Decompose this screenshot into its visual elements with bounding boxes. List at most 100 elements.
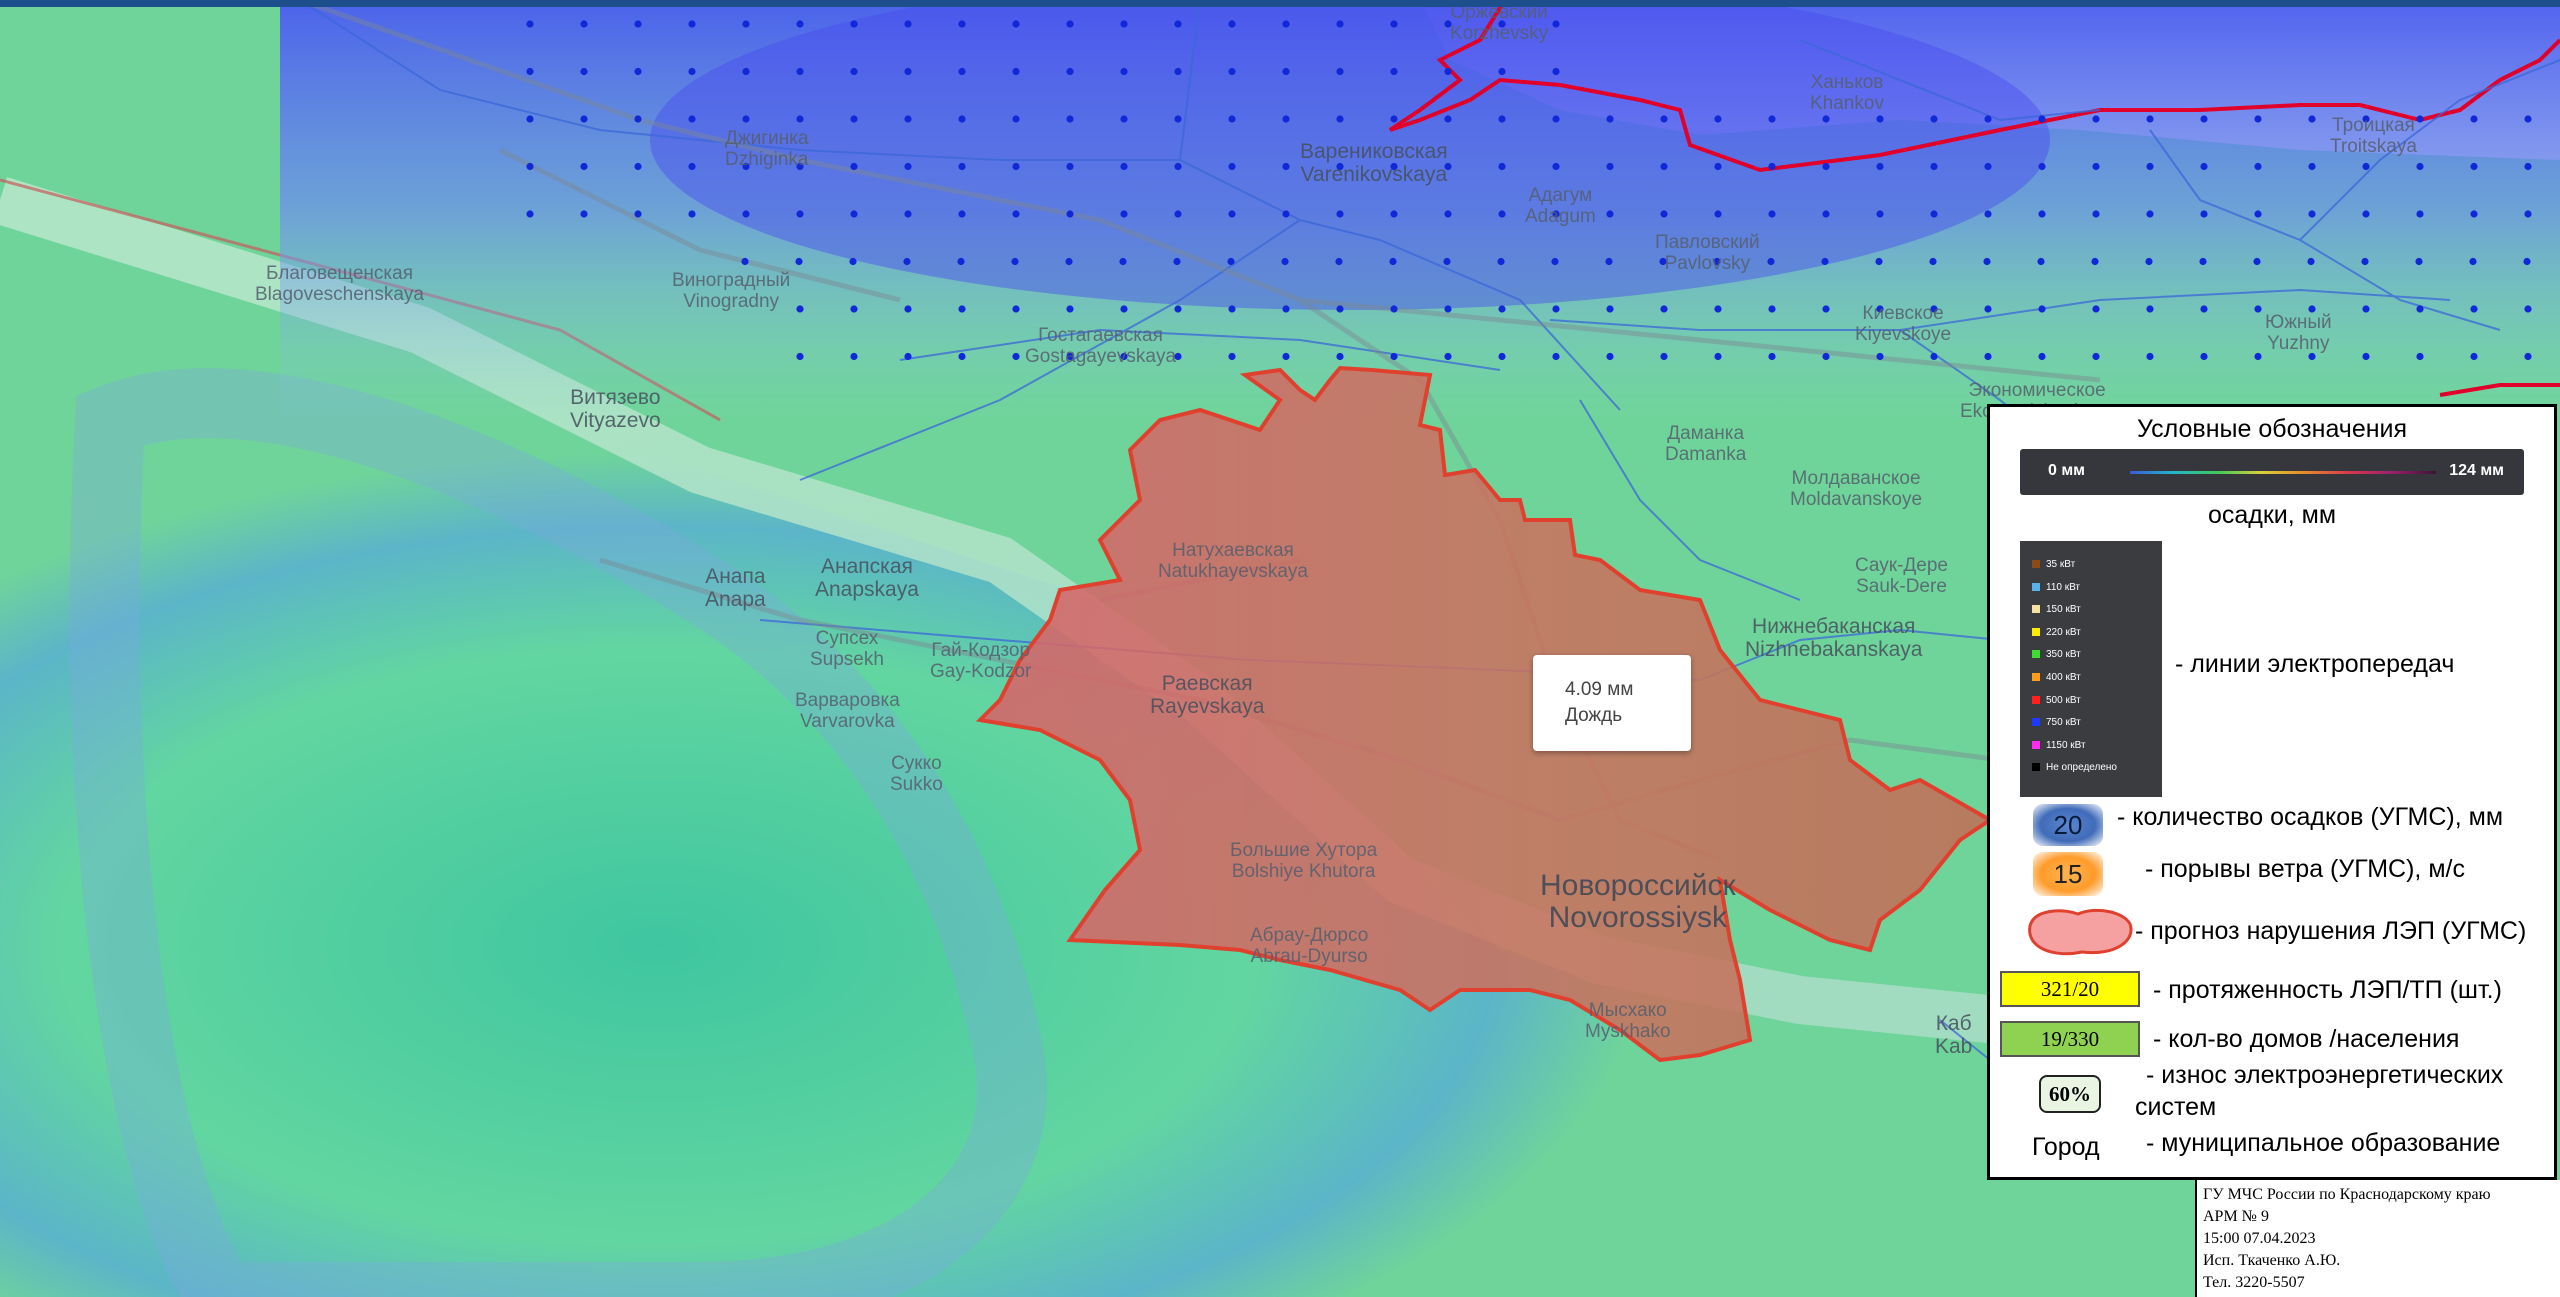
precipitation-dot: [2524, 352, 2532, 361]
precipitation-dot: [958, 115, 966, 123]
precipitation-field: [280, 0, 2560, 420]
precipitation-dot: [1390, 305, 1398, 313]
precipitation-dot: [796, 67, 804, 76]
precipitation-dot: [634, 210, 642, 218]
precipitation-dot: [2145, 257, 2153, 266]
precipitation-dot: [958, 67, 966, 76]
precipitation-dot: [796, 210, 804, 218]
precipitation-dot: [1498, 305, 1506, 313]
precipitation-dot: [1390, 115, 1398, 123]
houses-label: - кол-во домов /населения: [2153, 1025, 2460, 1053]
precipitation-dot: [1930, 115, 1938, 123]
precipitation-dot: [796, 115, 804, 123]
precipitation-dot: [526, 20, 534, 28]
precipitation-dot: [1390, 67, 1398, 76]
precipitation-dots: [526, 20, 2532, 361]
precipitation-dot: [904, 20, 912, 28]
precipitation-dot: [1389, 257, 1397, 266]
precipitation-dot: [1228, 20, 1236, 28]
precipitation-popup[interactable]: 4.09 мм Дождь: [1533, 655, 1691, 751]
houses-chip: 19/330: [2000, 1021, 2140, 1057]
voltage-swatch: [2032, 650, 2040, 659]
precipitation-dot: [1012, 20, 1020, 28]
precipitation-dot: [2470, 352, 2478, 361]
precipitation-dot: [1660, 352, 1668, 361]
voltage-label: 1150 кВт: [2046, 739, 2086, 751]
precipitation-dot: [634, 20, 642, 28]
precipitation-dot: [1012, 210, 1020, 218]
precipitation-dot: [2091, 257, 2099, 266]
precipitation-dot: [742, 210, 750, 218]
precipitation-count-chip: 20: [2033, 804, 2103, 846]
power-line-failure-forecast[interactable]: [975, 365, 1994, 1063]
precipitation-dot: [688, 162, 696, 171]
precipitation-dot: [2416, 115, 2424, 123]
precipitation-dot: [2362, 115, 2370, 123]
voltage-label: 150 кВт: [2046, 604, 2081, 616]
precipitation-dot: [957, 257, 965, 266]
precipitation-dot: [1065, 257, 1073, 266]
precipitation-dot: [2308, 162, 2316, 171]
precipitation-dot: [958, 352, 966, 361]
precipitation-dot: [850, 352, 858, 361]
precipitation-dot: [1174, 305, 1182, 313]
precipitation-scale: 0 мм 124 мм: [2020, 449, 2524, 495]
precipitation-dot: [1390, 162, 1398, 171]
forecast-label: - прогноз нарушения ЛЭП (УГМС): [2135, 917, 2527, 945]
precipitation-dot: [2200, 305, 2208, 313]
precipitation-dot: [2092, 162, 2100, 171]
precipitation-dot: [2200, 115, 2208, 123]
precipitation-dot: [1552, 210, 1560, 218]
precipitation-dot: [1444, 20, 1452, 28]
precipitation-dot: [1282, 305, 1290, 313]
precipitation-min: 0 мм: [2048, 462, 2086, 479]
precipitation-dot: [1714, 210, 1722, 218]
precipitation-dot: [1120, 67, 1128, 76]
precipitation-dot: [1606, 352, 1614, 361]
precipitation-dot: [1930, 162, 1938, 171]
voltage-key-row: Не определено: [2032, 762, 2117, 773]
precipitation-dot: [742, 67, 750, 76]
precipitation-dot: [1390, 210, 1398, 218]
precipitation-dot: [1714, 305, 1722, 313]
power-lines-label: - линии электропередач: [2175, 650, 2455, 678]
wear-chip: 60%: [2039, 1075, 2101, 1113]
precipitation-dot: [1120, 352, 1128, 361]
precipitation-dot: [580, 67, 588, 76]
precipitation-dot: [741, 257, 749, 266]
voltage-label: 750 кВт: [2046, 717, 2081, 729]
precipitation-dot: [1336, 352, 1344, 361]
precipitation-dot: [1119, 257, 1127, 266]
precipitation-dot: [958, 210, 966, 218]
stamp-executor: Исп. Ткаченко А.Ю.: [2203, 1252, 2341, 1269]
precipitation-dot: [1174, 20, 1182, 28]
precipitation-dot: [2038, 210, 2046, 218]
precipitation-dot: [903, 257, 911, 266]
precipitation-dot: [2470, 115, 2478, 123]
wind-gust-chip: 15: [2033, 852, 2103, 896]
precipitation-dot: [1768, 305, 1776, 313]
document-stamp: ГУ МЧС России по Краснодарскому краю АРМ…: [2195, 1180, 2560, 1297]
forecast-polygon-swatch: [2028, 908, 2133, 956]
precipitation-dot: [2038, 305, 2046, 313]
precipitation-dot: [958, 305, 966, 313]
precipitation-dot: [1768, 115, 1776, 123]
legend-title: Условные обозначения: [2136, 415, 2408, 443]
precipitation-dot: [1066, 20, 1074, 28]
precipitation-dot: [1228, 305, 1236, 313]
voltage-label: 110 кВт: [2046, 581, 2081, 593]
precipitation-dot: [2092, 115, 2100, 123]
precipitation-dot: [1714, 352, 1722, 361]
precipitation-dot: [850, 115, 858, 123]
stamp-workstation: АРМ № 9: [2203, 1208, 2269, 1225]
precipitation-dot: [1552, 305, 1560, 313]
precipitation-dot: [1930, 305, 1938, 313]
